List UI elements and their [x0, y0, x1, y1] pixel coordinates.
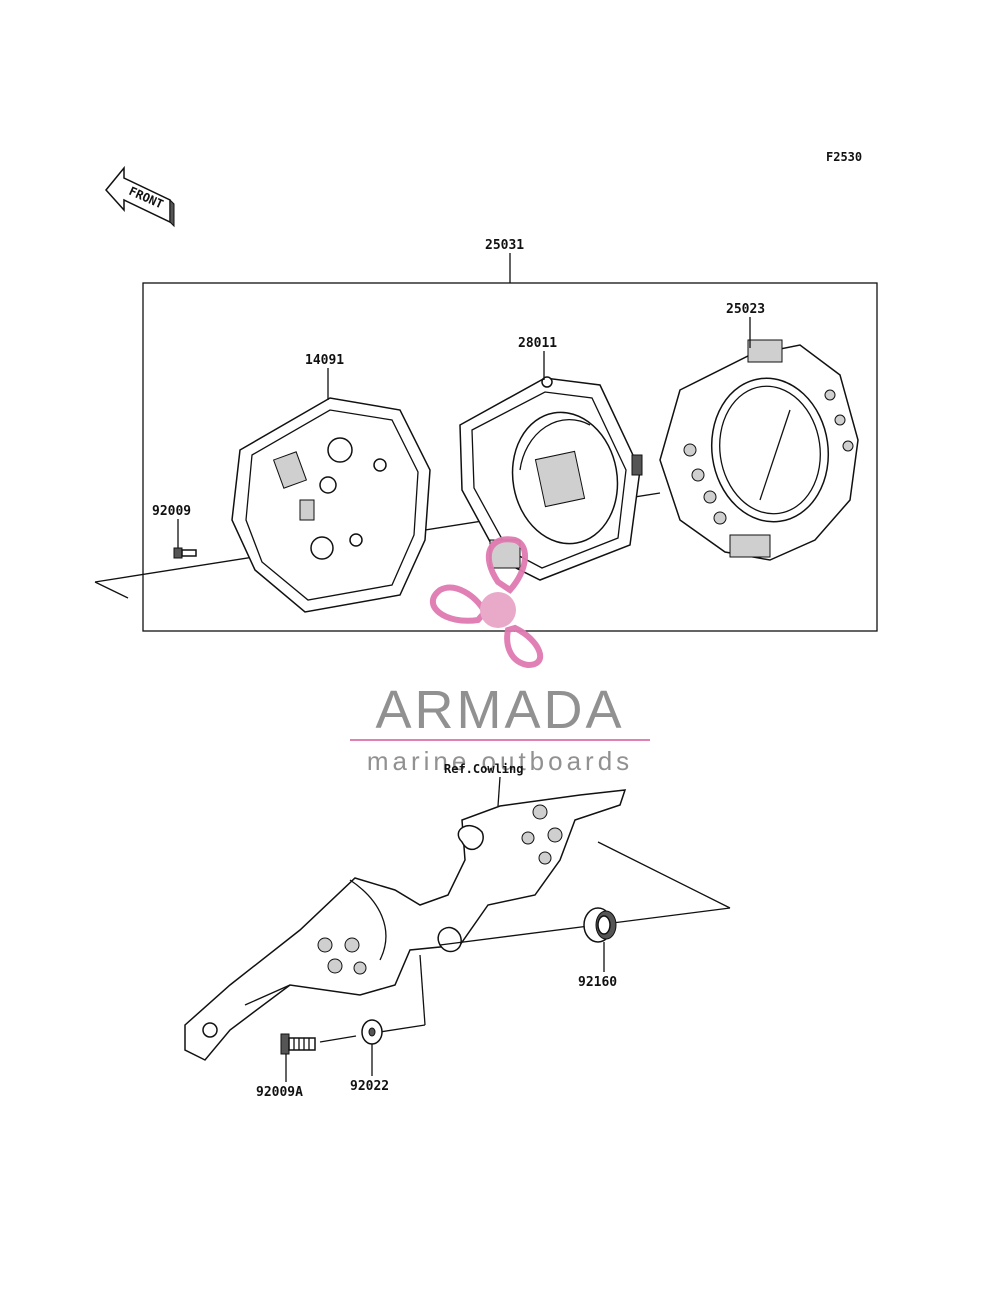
label-92009a: 92009A	[256, 1085, 303, 1100]
label-14091: 14091	[305, 353, 344, 368]
label-92160: 92160	[578, 975, 617, 990]
meter-cover-part	[659, 339, 859, 561]
propeller-logo-icon	[430, 536, 543, 669]
meter-assembly-part	[459, 376, 643, 581]
washer-92022-part	[361, 1019, 383, 1045]
armada-watermark: ARMADA marine outboards	[350, 536, 650, 776]
reference-label: Ref.Cowling	[444, 762, 523, 776]
brand-tagline: marine outboards	[367, 746, 633, 776]
meter-case-part	[231, 397, 431, 613]
brand-name: ARMADA	[375, 680, 624, 740]
label-92022: 92022	[350, 1079, 389, 1094]
grommet-92160-part	[583, 907, 617, 943]
figure-code: F2530	[826, 150, 862, 164]
assembly-label: 25031	[485, 238, 524, 253]
label-92009: 92009	[152, 504, 191, 519]
meter-bracket-part	[184, 789, 627, 1061]
bolt-92009a-part	[280, 1033, 316, 1055]
label-25023: 25023	[726, 302, 765, 317]
label-28011: 28011	[518, 336, 557, 351]
front-arrow-icon: FRONT	[105, 165, 175, 228]
screw-92009-part	[173, 547, 197, 559]
